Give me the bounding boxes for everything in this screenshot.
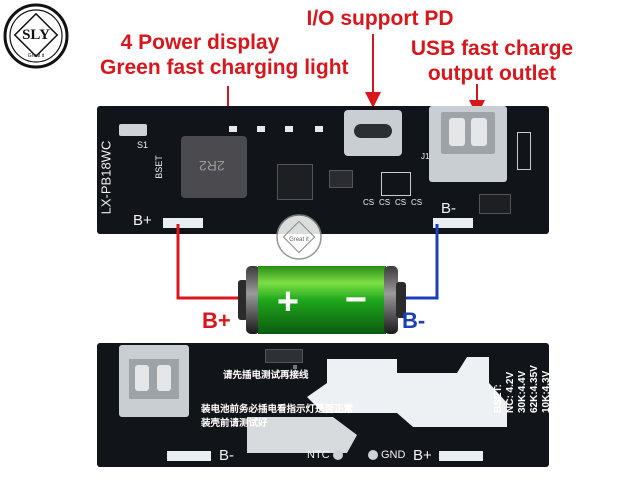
pcb-bottom-board: 请先插电测试再接线 装电池前务必插电看指示灯是否正常 装壳前请测试好 BSET:…: [97, 343, 552, 467]
bset-line-2: 62K:4.35V 10K:4.3V: [529, 365, 552, 413]
ref-cs-1: CS: [363, 198, 375, 207]
ic-small: [329, 170, 353, 188]
gnd-pad: [368, 450, 378, 460]
led-2: [257, 126, 265, 132]
ref-j1: J1: [421, 152, 430, 161]
red-wire: [176, 224, 244, 300]
battery-minus: −: [345, 279, 367, 321]
b-plus-pad: [163, 218, 203, 228]
note-test-first: 请先插电测试再接线: [223, 370, 309, 381]
ntc-label: NTC: [307, 449, 330, 461]
b-minus-pad: [433, 218, 473, 228]
led-4: [315, 126, 323, 132]
blue-wire: [396, 224, 439, 300]
callout-usb-line-2: output outlet: [427, 62, 557, 85]
callout-usb-output: USB fast charge output outlet: [398, 36, 586, 86]
ref-s1: S1: [137, 140, 149, 150]
bset-line-1: NC: 4.2V 30K:4.4V: [505, 370, 528, 413]
b-plus-label: B+: [133, 212, 152, 229]
watermark-logo: Great it: [276, 214, 322, 260]
ref-cs-4: CS: [411, 198, 423, 207]
ref-cs-3: CS: [395, 198, 407, 207]
ic-chip: [277, 164, 313, 200]
bottom-b-minus-label: B-: [219, 447, 234, 464]
battery-b-plus-label: B+: [202, 308, 231, 333]
bottom-b-plus-pad: [439, 451, 483, 461]
usb-a-port-bottom: [119, 345, 189, 417]
push-switch: [119, 124, 147, 136]
bottom-b-minus-pad: [167, 451, 211, 461]
brand-logo: SLY Great it: [3, 3, 69, 69]
note-battery-check: 装电池前务必插电看指示灯是否正常: [201, 404, 354, 415]
callout-power-line-2: Green fast charging light: [100, 56, 349, 79]
battery-b-minus-label: B-: [402, 308, 426, 333]
cap-cluster: [381, 172, 411, 196]
bset-title: BSET:: [493, 384, 504, 413]
copper-pour: [247, 357, 507, 453]
gnd-label: GND: [381, 449, 406, 461]
b-minus-label: B-: [441, 200, 456, 217]
note-test-before-case: 装壳前请测试好: [201, 418, 268, 429]
callout-io-support: I/O support PD: [306, 7, 454, 30]
callout-usb-line-1: USB fast charge: [410, 37, 574, 60]
usb-a-port: [429, 106, 507, 182]
ref-cs-2: CS: [379, 198, 391, 207]
pcb-top-board: S1 2R2 J1 LX-PB18WC BSET CS CS CS CS B+ …: [97, 106, 549, 234]
bottom-component: [265, 349, 303, 363]
callout-power-line-1: 4 Power display: [120, 31, 280, 54]
ntc-pad: [333, 450, 343, 460]
bottom-b-plus-label: B+: [413, 447, 432, 464]
ic-right: [479, 194, 511, 214]
battery-plus: +: [277, 281, 299, 323]
led-1: [229, 126, 237, 132]
inductor: 2R2: [181, 136, 247, 198]
battery-cell: + −: [238, 266, 406, 334]
logo-letters: SLY: [22, 27, 50, 43]
logo-tagline: Great it: [28, 53, 45, 59]
callout-power-display: 4 Power display Green fast charging ligh…: [100, 30, 349, 80]
usb-c-port: [344, 110, 402, 156]
led-3: [285, 126, 293, 132]
watermark-text: Great it: [289, 237, 309, 243]
mosfet: [517, 132, 531, 170]
bset-table: BSET: NC: 4.2V 30K:4.4V 62K:4.35V 10K:4.…: [493, 357, 553, 413]
